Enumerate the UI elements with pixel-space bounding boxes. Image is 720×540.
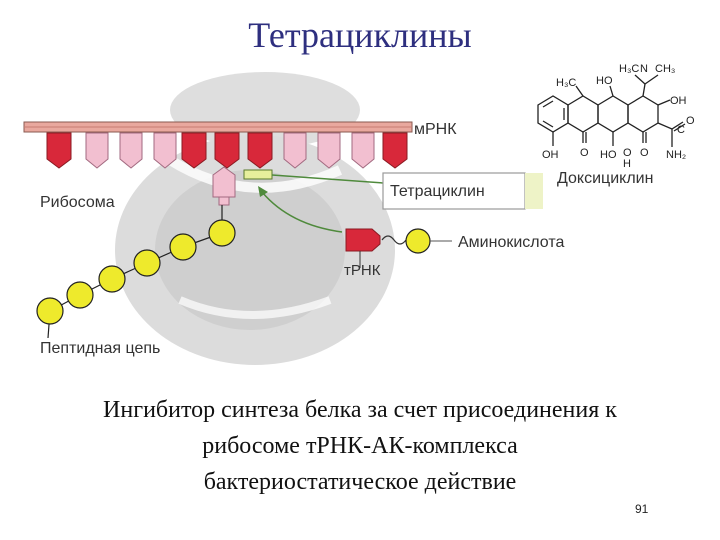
- svg-text:C: C: [677, 124, 685, 136]
- codon-pink-6: [351, 132, 375, 169]
- amino-acid-bead: [133, 249, 161, 277]
- amino-acid-bead: [208, 219, 236, 247]
- caption-line-3: бактериостатическое действие: [203, 469, 517, 495]
- svg-text:HO: HO: [596, 75, 613, 87]
- svg-text:O: O: [640, 147, 649, 159]
- svg-text:OH: OH: [542, 149, 559, 161]
- bound-trna: [212, 166, 273, 206]
- amino-acid-bead: [169, 233, 197, 261]
- codon-pink-2: [119, 132, 143, 169]
- slide-title: Тетрациклины: [248, 15, 472, 55]
- amino-acid-bead: [98, 265, 126, 293]
- svg-text:N: N: [640, 63, 648, 75]
- svg-text:O: O: [686, 115, 695, 127]
- codons: [46, 132, 408, 169]
- incoming-amino-acid: [405, 228, 431, 254]
- page-number: 91: [635, 502, 649, 516]
- codon-pink-1: [85, 132, 109, 169]
- amino-acid-bead: [36, 297, 64, 325]
- ribosome-label: Рибосома: [40, 194, 115, 211]
- peptide-chain-label: Пептидная цепь: [40, 340, 160, 357]
- mrna-strand: [23, 121, 413, 133]
- amino-acid-bead: [66, 281, 94, 309]
- svg-text:OH: OH: [670, 95, 687, 107]
- doxycycline-structure: [537, 74, 686, 147]
- slide-caption: Ингибитор синтеза белка за счет присоеди…: [40, 392, 680, 500]
- ribosome-shape: [115, 72, 395, 365]
- caption-line-1: Ингибитор синтеза белка за счет присоеди…: [103, 397, 617, 423]
- svg-text:H₃C: H₃C: [556, 77, 576, 89]
- doxycycline-label: Доксициклин: [557, 170, 653, 187]
- codon-red-5: [382, 132, 408, 169]
- codon-pink-3: [153, 132, 177, 169]
- svg-text:NH₂: NH₂: [666, 149, 686, 161]
- incoming-trna: [345, 228, 431, 268]
- doxycycline-atom-labels: H₃C HO H₃C N CH₃ OH OH O HO O H O O C NH…: [542, 63, 695, 170]
- mrna-label: мРНК: [414, 121, 457, 138]
- codon-pink-4: [283, 132, 307, 169]
- binding-arrow-head: [258, 186, 268, 197]
- peptide-chain: [36, 205, 236, 339]
- caption-line-2: рибосоме тРНК-АК-комплекса: [202, 433, 518, 459]
- tetracycline-site: [243, 169, 273, 180]
- codon-red-2: [181, 132, 207, 169]
- amino-acid-label: Аминокислота: [458, 234, 564, 251]
- codon-pink-5: [317, 132, 341, 169]
- codon-red-3: [214, 132, 240, 169]
- svg-text:CH₃: CH₃: [655, 63, 675, 75]
- trna-label: тРНК: [344, 262, 381, 279]
- tetracycline-callout: [271, 172, 543, 210]
- tetracycline-label: Тетрациклин: [390, 183, 485, 200]
- svg-text:O: O: [580, 147, 589, 159]
- svg-text:H₃C: H₃C: [619, 63, 639, 75]
- binding-arrow: [261, 191, 343, 233]
- svg-text:HO: HO: [600, 149, 617, 161]
- codon-red-1: [46, 132, 72, 169]
- codon-red-4: [247, 132, 273, 169]
- svg-text:H: H: [623, 158, 631, 170]
- svg-text:O: O: [623, 147, 632, 159]
